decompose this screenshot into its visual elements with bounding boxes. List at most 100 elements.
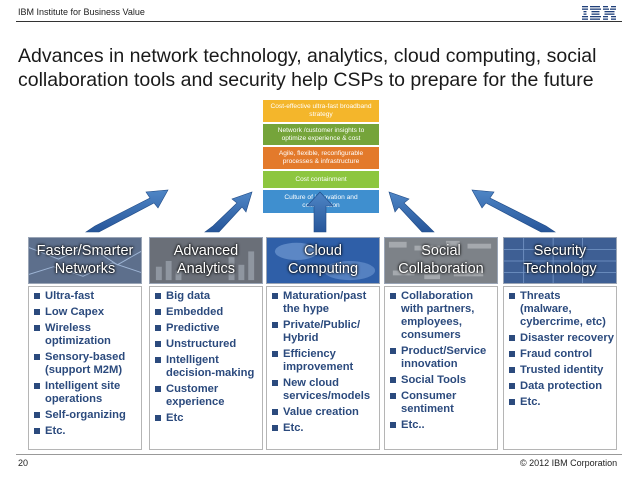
column-title: Cloud Computing (287, 243, 359, 277)
ibm-logo (582, 6, 616, 20)
list-item: Fraud control (506, 348, 614, 361)
column-title: Faster/Smarter Networks (36, 243, 134, 277)
security-texture-image (504, 238, 616, 283)
bullet-icon (272, 409, 278, 415)
bullet-icon (390, 422, 396, 428)
outcome-agile-processes: Agile, flexible, reconfigurable processe… (262, 146, 380, 170)
list-item: Ultra-fast (31, 290, 139, 303)
column-header-analytics: Advanced Analytics (149, 237, 263, 284)
arrow-social (388, 191, 435, 233)
bullet-icon (34, 412, 40, 418)
arrow-networks (85, 189, 169, 233)
page-number: 20 (18, 458, 29, 468)
bullet-icon (155, 341, 161, 347)
list-item: Product/Service innovation (387, 345, 495, 371)
bullet-icon (272, 425, 278, 431)
column-title: Social Collaboration (398, 243, 484, 277)
list-item: Sensory-based (support M2M) (31, 351, 139, 377)
column-header-cloud: Cloud Computing (266, 237, 380, 284)
bullet-icon (155, 386, 161, 392)
list-item: Self-organizing (31, 409, 139, 422)
bullet-icon (34, 325, 40, 331)
list-item: Etc (152, 412, 260, 425)
bullet-icon (509, 383, 515, 389)
list-item: Value creation (269, 406, 377, 419)
list-item: Maturation/past the hype (269, 290, 377, 316)
list-item: Etc. (31, 425, 139, 438)
bullet-icon (155, 415, 161, 421)
footer-divider (16, 454, 622, 455)
list-item: Predictive (152, 322, 260, 335)
institute-label: IBM Institute for Business Value (18, 7, 145, 17)
outcome-culture: Culture of innovation and collaboration (262, 189, 380, 214)
column-security: Security Technology Threats (malware, cy… (503, 237, 617, 450)
list-item: Intelligent decision-making (152, 354, 260, 380)
bullet-icon (390, 348, 396, 354)
bullet-icon (155, 309, 161, 315)
column-body: Maturation/past the hype Private/Public/… (266, 286, 380, 450)
list-item: Low Capex (31, 306, 139, 319)
bullet-icon (34, 383, 40, 389)
network-texture-image (29, 238, 141, 283)
column-header-security: Security Technology (503, 237, 617, 284)
list-item: Data protection (506, 380, 614, 393)
column-title: Security Technology (523, 243, 597, 277)
list-item: Consumer sentiment (387, 390, 495, 416)
analytics-texture-image (150, 238, 262, 283)
bullet-icon (155, 293, 161, 299)
bullet-icon (272, 351, 278, 357)
bullet-icon (34, 309, 40, 315)
outcome-network-insights: Network /customer insights to optimize e… (262, 123, 380, 146)
list-item: New cloud services/models (269, 377, 377, 403)
bullet-icon (390, 393, 396, 399)
list-item: Collaboration with partners, employees, … (387, 290, 495, 342)
list-item: Embedded (152, 306, 260, 319)
list-item: Wireless optimization (31, 322, 139, 348)
copyright: © 2012 IBM Corporation (520, 458, 618, 468)
cloud-texture-image (267, 238, 379, 283)
list-item: Social Tools (387, 374, 495, 387)
slide-title: Advances in network technology, analytic… (18, 45, 597, 91)
column-title: Advanced Analytics (173, 243, 239, 277)
column-header-social: Social Collaboration (384, 237, 498, 284)
bullet-icon (272, 380, 278, 386)
column-networks: Faster/Smarter Networks Ultra-fast Low C… (28, 237, 142, 450)
arrow-security (471, 189, 556, 233)
outcome-cost-containment: Cost containment (262, 170, 380, 189)
list-item: Disaster recovery (506, 332, 614, 345)
list-item: Big data (152, 290, 260, 303)
bullet-icon (509, 351, 515, 357)
column-body: Big data Embedded Predictive Unstructure… (149, 286, 263, 450)
bullet-icon (509, 293, 515, 299)
bullet-icon (390, 377, 396, 383)
column-body: Ultra-fast Low Capex Wireless optimizati… (28, 286, 142, 450)
bullet-icon (509, 335, 515, 341)
list-item: Private/Public/ Hybrid (269, 319, 377, 345)
list-item: Intelligent site operations (31, 380, 139, 406)
bullet-icon (390, 293, 396, 299)
column-header-networks: Faster/Smarter Networks (28, 237, 142, 284)
list-item: Etc.. (387, 419, 495, 432)
bullet-icon (34, 293, 40, 299)
bullet-icon (34, 354, 40, 360)
bullet-icon (509, 399, 515, 405)
bullet-icon (509, 367, 515, 373)
header-divider (16, 21, 622, 22)
column-analytics: Advanced Analytics Big data Embedded Pre… (149, 237, 263, 450)
outcome-broadband: Cost-effective ultra-fast broadband stra… (262, 99, 380, 123)
bullet-icon (272, 322, 278, 328)
list-item: Threats (malware, cybercrime, etc) (506, 290, 614, 329)
column-social: Social Collaboration Collaboration with … (384, 237, 498, 450)
list-item: Customer experience (152, 383, 260, 409)
list-item: Efficiency improvement (269, 348, 377, 374)
list-item: Etc. (269, 422, 377, 435)
bullet-icon (155, 357, 161, 363)
bullet-icon (272, 293, 278, 299)
bullet-icon (34, 428, 40, 434)
list-item: Trusted identity (506, 364, 614, 377)
list-item: Etc. (506, 396, 614, 409)
column-body: Collaboration with partners, employees, … (384, 286, 498, 450)
column-cloud: Cloud Computing Maturation/past the hype… (266, 237, 380, 450)
column-body: Threats (malware, cybercrime, etc) Disas… (503, 286, 617, 450)
list-item: Unstructured (152, 338, 260, 351)
